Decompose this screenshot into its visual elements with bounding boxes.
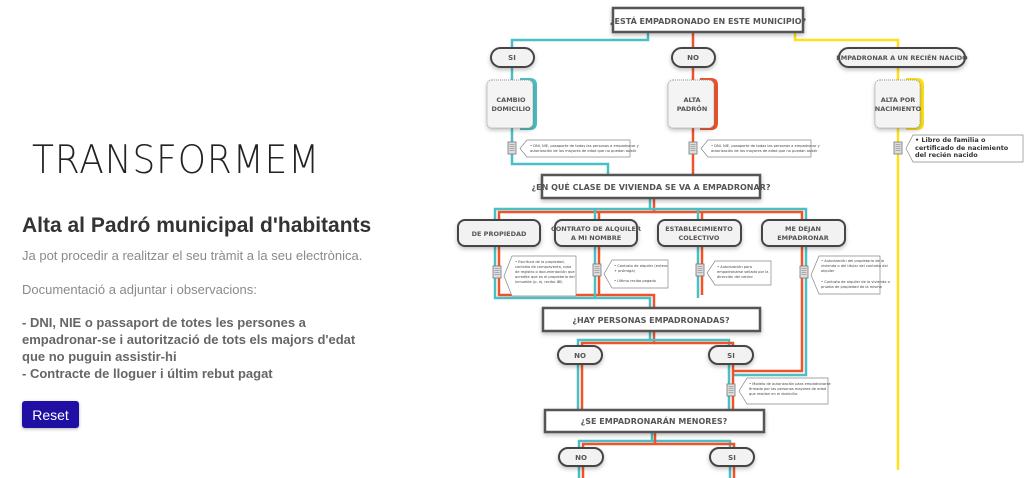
page-title: Alta al Padró municipal d'habitants	[22, 214, 372, 237]
question-box-vivienda: ¿EN QUÉ CLASE DE VIVIENDA SE VA A EMPADR…	[532, 173, 771, 200]
pill-no: NO	[687, 54, 699, 62]
pill-no: NO	[574, 352, 586, 360]
box-alta-nacimiento: ALTA POR	[881, 96, 916, 104]
svg-text:autorización de los mayores de: autorización de los mayores de edad que …	[711, 149, 818, 153]
box-alta-nacimiento-line2: NACIMIENTO	[875, 105, 922, 113]
svg-text:• Contrato de alquiler (entero: • Contrato de alquiler (entero	[614, 264, 667, 268]
svg-text:de registro o documentación qu: de registro o documentación que	[515, 270, 575, 274]
svg-text:inmueble (p. ej. recibo IBI): inmueble (p. ej. recibo IBI)	[515, 280, 563, 284]
pill-si: SI	[508, 54, 516, 62]
box-me-dejan: ME DEJAN	[785, 225, 821, 233]
svg-text:• DNI, NIE, pasaporte de todas: • DNI, NIE, pasaporte de todas las perso…	[711, 144, 821, 148]
box-me-dejan-line2: EMPADRONAR	[777, 234, 829, 242]
brand-logo: TRANSFORMEM	[32, 138, 321, 183]
svg-text:empadronarse sellada por la: empadronarse sellada por la	[717, 270, 768, 274]
pill-si: SI	[728, 454, 736, 462]
svg-text:¿EN QUÉ CLASE DE VIVIENDA SE V: ¿EN QUÉ CLASE DE VIVIENDA SE VA A EMPADR…	[532, 181, 771, 192]
svg-text:• Último recibo pagado: • Último recibo pagado	[614, 278, 656, 283]
svg-text:que residan en el domicilio: que residan en el domicilio	[749, 392, 797, 396]
doc-item: - DNI, NIE o passaport de totes les pers…	[22, 315, 356, 364]
svg-text:prueba de propiedad de la mism: prueba de propiedad de la misma	[821, 285, 882, 289]
box-cambio-domicilio: CAMBIO	[496, 96, 526, 104]
svg-text:• Modelo de autorización para: • Modelo de autorización para empadronar…	[749, 382, 831, 386]
box-alta-padron: ALTA	[683, 96, 700, 104]
svg-text:acredite que es el propietario: acredite que es el propietario del	[515, 275, 575, 279]
note-libro-familia: • Libro de familia o certificado de naci…	[915, 137, 1009, 159]
box-contrato: CONTRATO DE ALQUILER	[551, 225, 641, 233]
svg-text:contrato de compraventa, nota: contrato de compraventa, nota	[515, 265, 571, 269]
svg-text:+ prórroga): + prórroga)	[614, 269, 636, 273]
pill-newborn: EMPADRONAR A UN RECIÉN NACIDO	[836, 53, 968, 62]
doc-item: - Contracte de lloguer i últim rebut pag…	[22, 366, 273, 381]
question-box-municipio: ¿ESTÁ EMPADRONADO EN ESTE MUNICIPIO?	[610, 6, 807, 34]
pill-no: NO	[575, 454, 587, 462]
svg-text:• DNI, NIE, pasaporte de todas: • DNI, NIE, pasaporte de todas las perso…	[530, 144, 640, 148]
note-text: • DNI, NIE, pasaporte de todas las perso…	[515, 144, 890, 396]
box-alta-padron-line2: PADRÓN	[677, 104, 708, 113]
svg-text:• Escritura de la propiedad,: • Escritura de la propiedad,	[515, 260, 565, 264]
svg-text:dirección del centro: dirección del centro	[717, 275, 753, 279]
svg-text:autorización de los mayores de: autorización de los mayores de edad que …	[530, 149, 637, 153]
svg-text:¿HAY PERSONAS EMPADRONADAS?: ¿HAY PERSONAS EMPADRONADAS?	[572, 316, 730, 325]
question-box-menores: ¿SE EMPADRONARÁN MENORES?	[543, 408, 766, 434]
svg-text:alquiler: alquiler	[821, 269, 835, 273]
box-cambio-domicilio-line2: DOMICILIO	[491, 105, 531, 113]
svg-text:• Contrato de alquiler de la v: • Contrato de alquiler de la vivienda o	[821, 280, 890, 284]
box-establecimiento-line2: COLECTIVO	[679, 234, 720, 242]
svg-text:¿SE EMPADRONARÁN MENORES?: ¿SE EMPADRONARÁN MENORES?	[581, 415, 728, 426]
doc-list: - DNI, NIE o passaport de totes les pers…	[22, 314, 362, 382]
svg-text:firmado por las personas mayor: firmado por las personas mayores de edad	[749, 387, 826, 391]
intro-text: Ja pot procedir a realitzar el seu tràmi…	[22, 248, 363, 263]
reset-button[interactable]: Reset	[22, 401, 79, 428]
box-de-propiedad: DE PROPIEDAD	[472, 230, 527, 238]
svg-text:• Autorización para: • Autorización para	[717, 265, 752, 269]
question-box-personas: ¿HAY PERSONAS EMPADRONADAS?	[541, 306, 762, 333]
box-contrato-line2: A MI NOMBRE	[571, 234, 621, 242]
doc-heading: Documentació a adjuntar i observacions:	[22, 282, 257, 297]
svg-text:vivienda o del titular del con: vivienda o del titular del contrato del	[821, 264, 888, 268]
box-establecimiento: ESTABLECIMIENTO	[665, 225, 733, 233]
pill-si: SI	[727, 352, 735, 360]
svg-text:• Autorización del propietario: • Autorización del propietario de la	[821, 259, 884, 263]
svg-text:¿ESTÁ EMPADRONADO EN ESTE MUNI: ¿ESTÁ EMPADRONADO EN ESTE MUNICIPIO?	[610, 15, 807, 26]
